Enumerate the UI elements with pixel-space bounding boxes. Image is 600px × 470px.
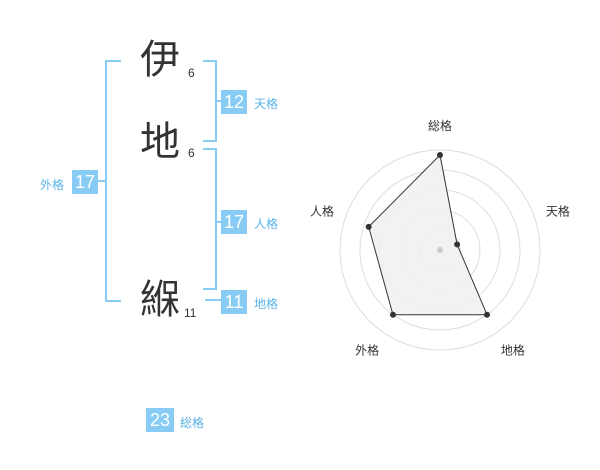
radar-axis-label: 地格 — [501, 342, 525, 357]
radar-point — [454, 241, 461, 248]
gaikaku-label: 外格 — [40, 178, 65, 192]
radar-point — [365, 223, 372, 230]
name-char-3: 緥 — [140, 277, 180, 323]
gaikaku-connector — [98, 180, 106, 182]
radar-ring — [339, 149, 541, 351]
gaikaku-bracket — [105, 60, 121, 302]
jinkaku-connector — [215, 221, 221, 223]
radar-polygon — [368, 153, 488, 316]
soukaku-score: 23 — [146, 408, 174, 432]
tenkaku-label: 天格 — [254, 97, 279, 111]
jinkaku-label: 人格 — [254, 217, 279, 231]
radar-point — [437, 152, 443, 158]
chikaku-label: 地格 — [254, 297, 279, 311]
tenkaku-connector — [215, 100, 221, 102]
radar-axis-label: 総格 — [428, 118, 452, 133]
name-char-1: 伊 — [140, 37, 180, 83]
radar-axis-label: 外格 — [355, 342, 379, 357]
radar-axis-label: 天格 — [546, 204, 570, 219]
radar-point — [484, 311, 491, 318]
radar-center — [437, 247, 443, 253]
gaikaku-score: 17 — [72, 170, 98, 194]
jinkaku-score: 17 — [221, 210, 247, 234]
chikaku-score: 11 — [221, 290, 247, 314]
name-char-2-strokes: 6 — [188, 146, 195, 160]
name-char-3-strokes: 11 — [184, 306, 197, 320]
name-char-1-strokes: 6 — [188, 66, 195, 80]
tenkaku-score: 12 — [221, 90, 247, 114]
soukaku-label: 総格 — [180, 416, 205, 430]
radar-point — [389, 311, 396, 318]
radar-axis-label: 人格 — [310, 204, 334, 219]
name-char-2: 地 — [140, 119, 180, 165]
chikaku-connector — [205, 299, 221, 301]
jinkaku-bracket — [203, 148, 217, 290]
